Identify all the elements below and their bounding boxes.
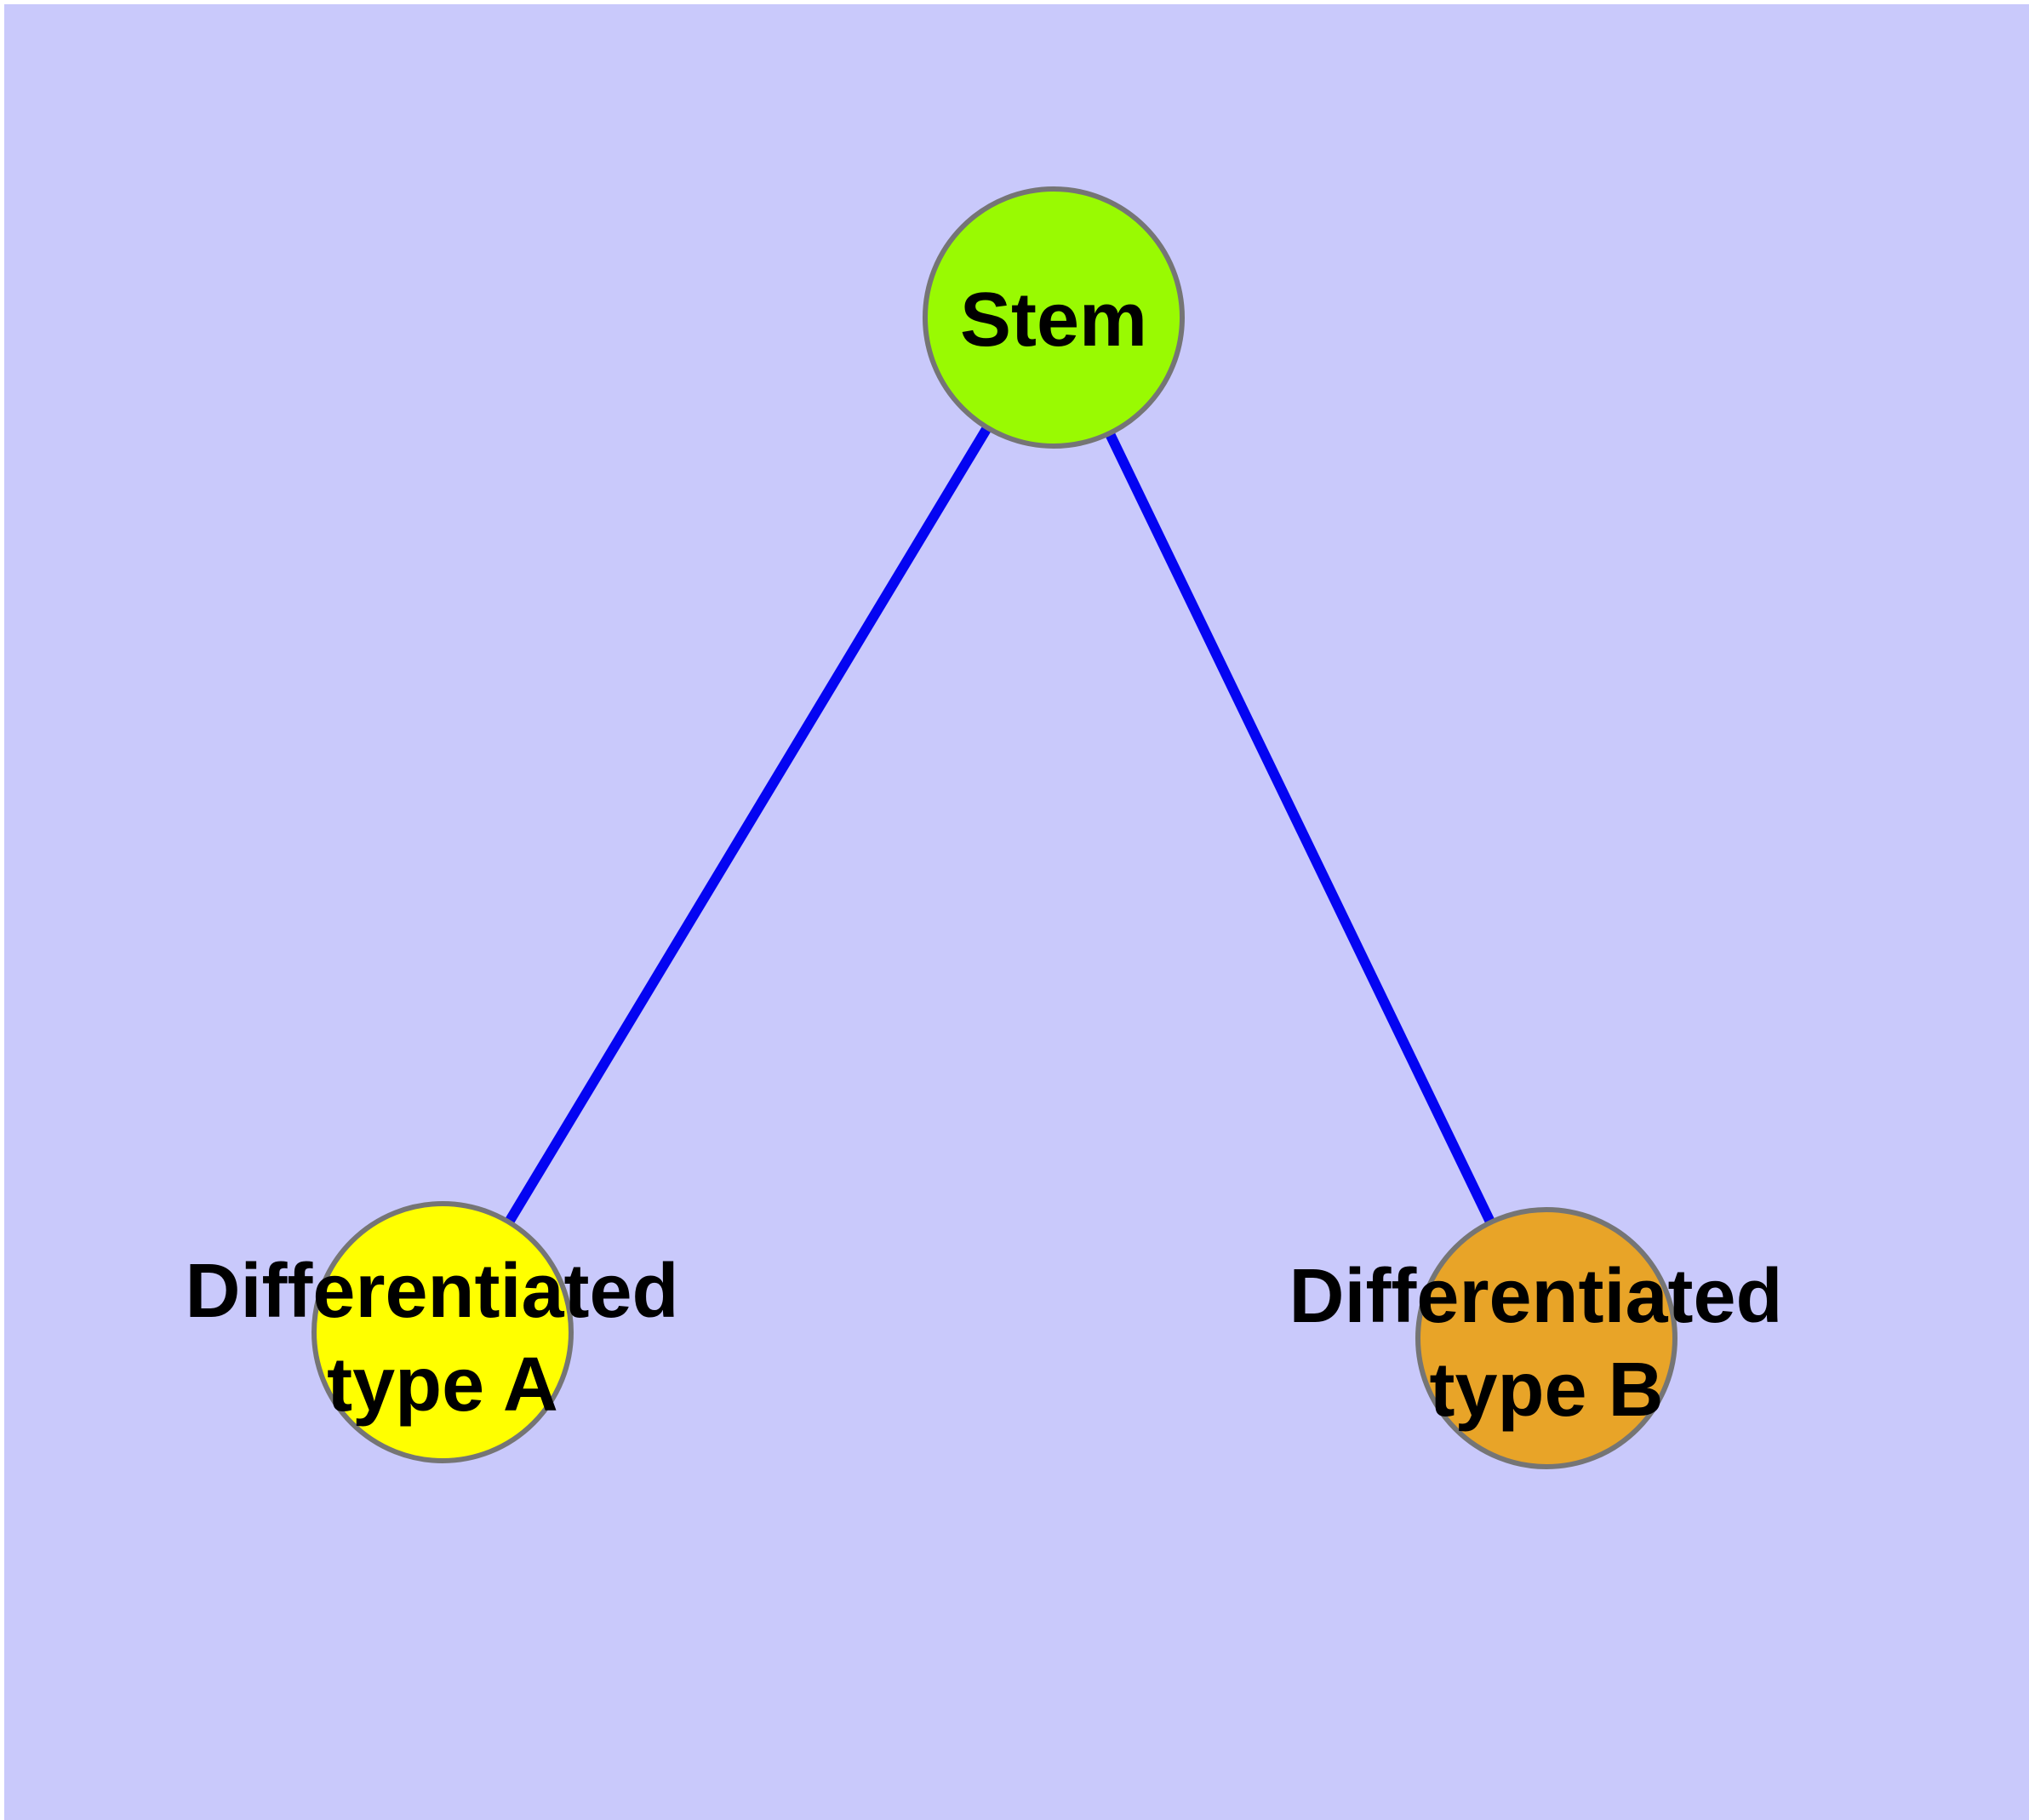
type-b-label-line-1: Differentiated [1289, 1254, 1782, 1339]
type-a-node-circle [311, 1201, 574, 1463]
type-a-label-line-2: type A [327, 1342, 558, 1428]
node-differentiated-type-a: Differentiated type A [185, 1201, 700, 1463]
type-a-label-line-1: Differentiated [185, 1249, 678, 1334]
node-differentiated-type-b: Differentiated type B [1289, 1207, 1803, 1469]
edge-stem-to-type-a [437, 314, 1059, 1336]
type-b-label-line-2: type B [1429, 1348, 1663, 1433]
node-stem: Stem [923, 186, 1185, 449]
type-b-node-label: Differentiated type B [1289, 1254, 1803, 1433]
edge-stem-to-type-b [1049, 315, 1552, 1341]
stem-node-circle [923, 186, 1185, 449]
stem-node-label: Stem [960, 278, 1147, 363]
type-b-node-circle [1415, 1207, 1677, 1469]
type-a-node-label: Differentiated type A [185, 1249, 700, 1428]
